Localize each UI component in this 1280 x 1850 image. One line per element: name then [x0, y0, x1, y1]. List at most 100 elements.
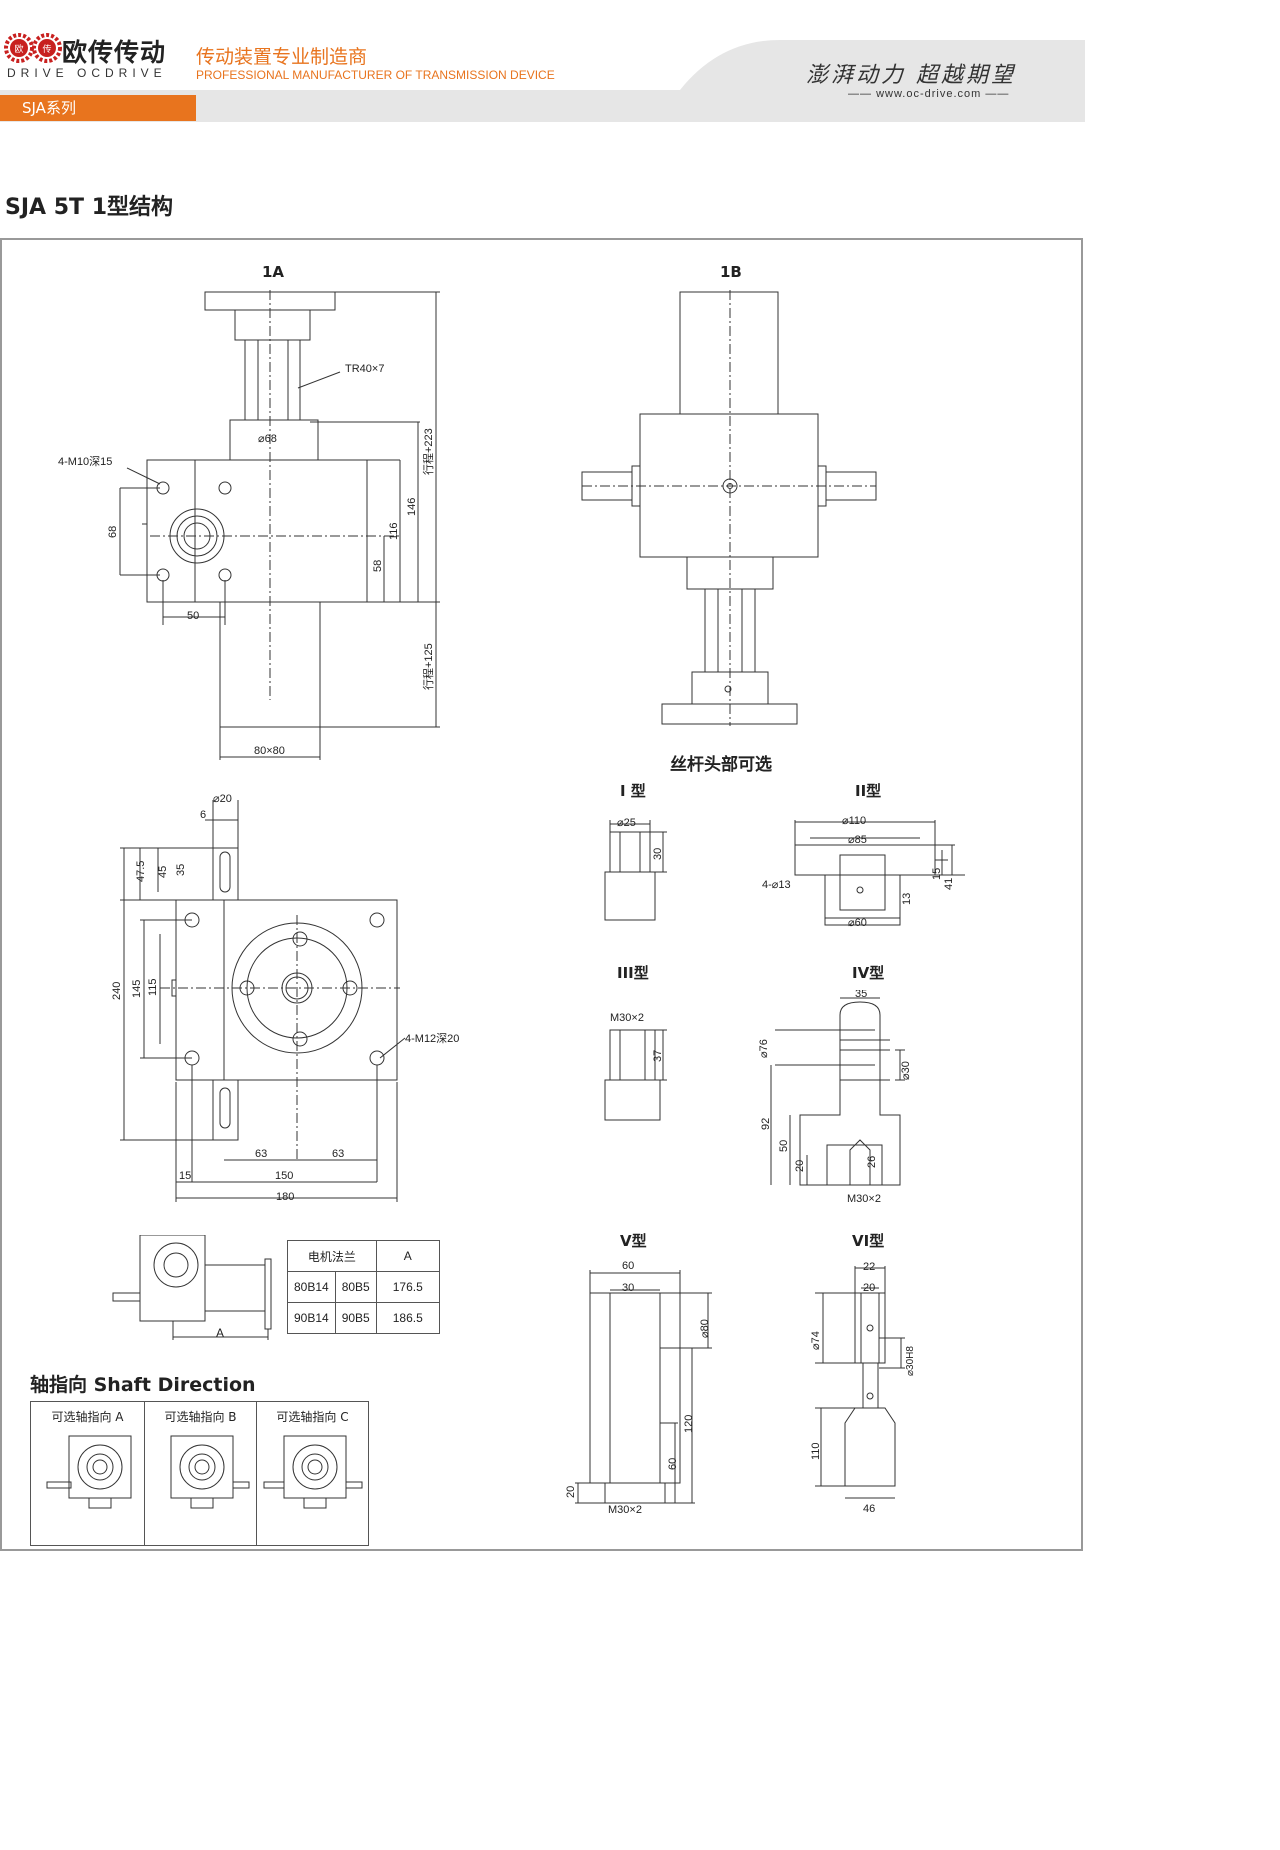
type-iv-drawing: 35 ⌀76 ⌀30 92 50 20 26 M30×2	[758, 990, 912, 1205]
motto-calligraphy: 澎湃动力 超越期望	[806, 63, 1016, 88]
shaft-direction-table: 可选轴指向 A 可选轴指向 B 可选轴指向 C	[30, 1401, 369, 1546]
dim-145-label: 145	[131, 980, 143, 998]
dim-63b-label: 63	[332, 1148, 344, 1160]
type-ii-d2: ⌀85	[848, 834, 867, 846]
dim-45-label: 45	[157, 866, 169, 878]
type-i-d: ⌀25	[617, 817, 636, 829]
type-ii-d3: ⌀60	[848, 917, 867, 929]
type-i-drawing: ⌀25 30	[604, 817, 667, 921]
type-ii-holes: 4-⌀13	[762, 879, 791, 891]
view-1b-drawing	[581, 290, 877, 726]
flange-table: 电机法兰 A 80B14 80B5 176.5 90B14 90B5 186.5	[287, 1240, 440, 1334]
type-v-w1: 60	[622, 1260, 634, 1272]
brand-name-en: DRIVE OCDRIVE	[7, 66, 167, 80]
type-v-thread: M30×2	[608, 1504, 642, 1516]
dim-180-label: 180	[276, 1191, 294, 1203]
type-ii-h2: 41	[943, 878, 955, 890]
plan-view-drawing: ⌀20 6 47.5 45 35 240 145 115 4-M12深20 63…	[111, 793, 459, 1203]
type-vi-d2: ⌀30H8	[905, 1346, 916, 1376]
view-1a-label: 1A	[262, 263, 285, 281]
dim-square-label: 80×80	[254, 745, 285, 757]
type-iv-h4: 26	[866, 1156, 878, 1168]
dim-115-label: 115	[147, 978, 159, 996]
table-cell: 186.5	[375, 1302, 440, 1334]
type-v-h3: 20	[565, 1486, 577, 1498]
type-vi-label: VI型	[852, 1232, 885, 1250]
type-v-w2: 30	[622, 1282, 634, 1294]
dim-holes-plan-label: 4-M12深20	[405, 1032, 459, 1045]
dim-116-label: 116	[388, 522, 400, 540]
type-vi-w1: 22	[863, 1261, 875, 1273]
type-iv-d: ⌀76	[758, 1039, 770, 1058]
type-v-label: V型	[620, 1232, 647, 1250]
brand-name-cn: 欧传传动	[62, 38, 167, 67]
type-ii-label: II型	[855, 782, 882, 800]
type-ii-d1: ⌀110	[842, 815, 866, 827]
type-iv-h1: 92	[760, 1118, 772, 1130]
dim-holes-label: 4-M10深15	[58, 455, 112, 468]
shaft-option-label: 可选轴指向 A	[51, 1410, 124, 1424]
series-tab[interactable]: SJA系列	[0, 95, 196, 121]
type-iv-h3: 20	[794, 1160, 806, 1172]
svg-text:欧: 欧	[14, 43, 23, 54]
type-iv-label: IV型	[852, 964, 885, 982]
screw-head-title: 丝杆头部可选	[670, 755, 772, 775]
dim-bore-label: ⌀68	[258, 433, 277, 445]
dim-63a-label: 63	[255, 1148, 267, 1160]
website-link[interactable]: —— www.oc-drive.com ——	[848, 88, 1010, 100]
logo-gears-icon: 欧 传	[4, 33, 62, 63]
type-v-h2: 60	[667, 1458, 679, 1470]
dim-50-label: 50	[187, 610, 199, 622]
dim-240-label: 240	[111, 982, 123, 1000]
shaft-option-a[interactable]: 可选轴指向 A	[31, 1402, 145, 1545]
table-cell: 80B5	[334, 1271, 377, 1303]
table-cell: 90B5	[334, 1302, 377, 1334]
type-iii-h: 37	[652, 1050, 664, 1062]
type-vi-w3: 46	[863, 1503, 875, 1515]
view-1b-label: 1B	[720, 263, 742, 281]
dim-35-label: 35	[175, 864, 187, 876]
type-iii-label: III型	[617, 964, 649, 982]
type-iii-drawing: M30×2 37	[604, 1012, 667, 1121]
shaft-option-label: 可选轴指向 C	[276, 1410, 349, 1424]
slogan-en: PROFESSIONAL MANUFACTURER OF TRANSMISSIO…	[196, 68, 555, 82]
table-cell: 176.5	[375, 1271, 440, 1303]
dim-thread-label: TR40×7	[345, 363, 384, 375]
type-v-drawing: 60 30 ⌀80 120 60 20 M30×2	[565, 1260, 712, 1516]
table-cell: 80B14	[287, 1271, 336, 1303]
dim-stroke-up-label: 行程+223	[422, 428, 435, 475]
type-ii-drawing: ⌀110 ⌀85 ⌀60 4-⌀13 15 41 13	[762, 815, 965, 929]
type-ii-h1: 15	[931, 868, 943, 880]
table-header-cell: 电机法兰	[287, 1240, 377, 1272]
dim-150-label: 150	[275, 1170, 293, 1182]
shaft-option-c[interactable]: 可选轴指向 C	[257, 1402, 368, 1545]
table-header-cell: A	[375, 1240, 440, 1272]
type-i-label: I 型	[620, 782, 646, 800]
type-iv-thread: M30×2	[847, 1193, 881, 1205]
dim-6-label: 6	[200, 809, 206, 821]
drawing-frame	[0, 238, 1083, 1551]
dim-68-label: 68	[107, 526, 119, 538]
dim-a-label: A	[216, 1326, 224, 1340]
type-vi-d: ⌀74	[810, 1331, 822, 1350]
motor-flange-drawing: A	[112, 1235, 272, 1340]
shaft-option-c-icon	[263, 1435, 363, 1509]
type-v-d: ⌀80	[699, 1319, 711, 1338]
shaft-option-b[interactable]: 可选轴指向 B	[145, 1402, 257, 1545]
shaft-direction-title: 轴指向 Shaft Direction	[30, 1374, 256, 1396]
type-iv-h2: 50	[778, 1140, 790, 1152]
table-row: 80B14 80B5 176.5	[287, 1271, 440, 1303]
shaft-option-b-icon	[170, 1435, 250, 1509]
type-vi-drawing: 22 20 ⌀74 ⌀30H8 110 46	[810, 1261, 916, 1515]
dim-15-label: 15	[179, 1170, 191, 1182]
slogan-cn: 传动装置专业制造商	[196, 46, 368, 68]
page-title: SJA 5T 1型结构	[5, 195, 173, 220]
type-i-h: 30	[652, 848, 664, 860]
type-iv-d2: ⌀30	[900, 1061, 912, 1080]
type-iv-w: 35	[855, 990, 867, 1000]
dim-47-5-label: 47.5	[135, 861, 147, 882]
type-iii-thread: M30×2	[610, 1012, 644, 1024]
view-1a-drawing: TR40×7 ⌀68 4-M10深15 68 50 58 116 146 行程+…	[58, 290, 440, 760]
dim-shaft-d-label: ⌀20	[213, 793, 232, 805]
type-vi-w2: 20	[863, 1282, 875, 1294]
